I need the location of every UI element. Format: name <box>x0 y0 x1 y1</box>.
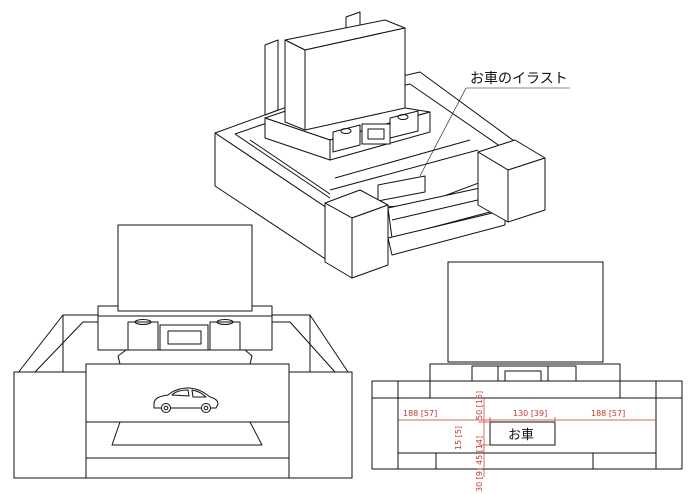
dim-right-width: 188 [57] <box>591 409 625 418</box>
callout-leader <box>419 87 467 177</box>
dim-left-width: 188 [57] <box>403 409 437 418</box>
front-panel <box>85 363 290 423</box>
dim-lower-height: 30 [9] <box>475 468 484 492</box>
callout-label: お車のイラスト <box>470 70 568 87</box>
car-side-icon <box>153 387 219 413</box>
dimension-view: お車 188 [57] 130 [39] 188 [57] 50 [15] 45… <box>371 261 683 492</box>
car-name-plate <box>489 421 556 446</box>
front-view <box>13 224 353 479</box>
dim-upper-height: 50 [15] <box>475 391 484 420</box>
car-name-plate-text: お車 <box>508 428 534 443</box>
front-right-pillar <box>288 371 353 479</box>
dim-gap: 15 [5] <box>454 426 463 450</box>
isometric-view: お車のイラスト <box>214 11 570 279</box>
iso-car-plate <box>377 175 426 202</box>
dim-headstone <box>447 261 604 363</box>
front-left-pillar <box>13 371 87 479</box>
front-headstone <box>117 224 253 312</box>
dim-plate-height: 45 [14] <box>475 436 484 465</box>
dim-plate-width: 130 [39] <box>513 409 547 418</box>
